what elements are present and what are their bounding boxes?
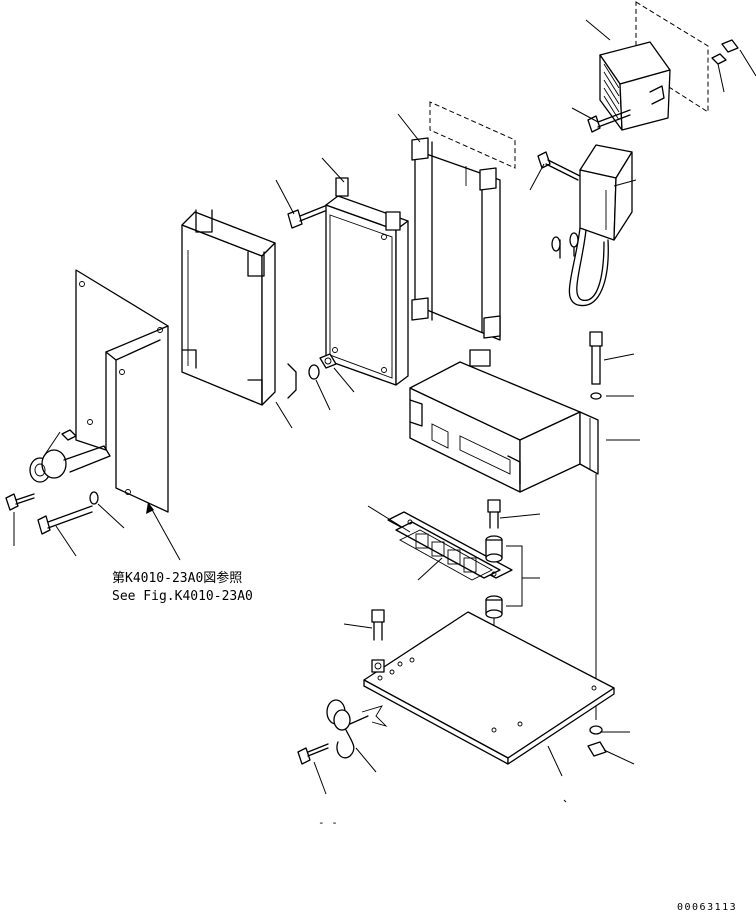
buzzer	[29, 445, 111, 483]
base-plate	[363, 611, 615, 765]
nut-base-right	[587, 741, 607, 757]
cap-with-chain	[326, 699, 388, 759]
reference-label-jp: 第K4010-23A0図参照	[112, 570, 242, 586]
bolt-connector-box	[537, 151, 581, 181]
bracket-cover-dashed	[429, 101, 516, 169]
washer-left	[89, 491, 99, 505]
nut-top-right	[721, 39, 739, 53]
nut-center	[319, 353, 337, 369]
drawing-number: 00063113	[677, 902, 737, 912]
bolt-left-long	[37, 505, 93, 535]
controller-unit	[325, 177, 409, 386]
washer-top-right	[711, 53, 727, 65]
callout-leader-lines	[13, 19, 756, 803]
spacer-lower	[485, 595, 503, 619]
bolt-left-small	[5, 493, 35, 511]
bolt-base-left	[371, 609, 385, 641]
side-plate	[75, 269, 169, 513]
bolt-terminal	[487, 499, 501, 529]
connector-box	[579, 144, 633, 241]
bolt-bottom-left	[297, 743, 329, 765]
long-bolt	[589, 331, 603, 385]
bolt-controller	[287, 205, 326, 229]
small-cap	[61, 429, 77, 441]
controller-bracket-rear	[411, 137, 501, 341]
relay-cover-plate	[635, 1, 709, 113]
arrow-to-plate	[146, 502, 181, 561]
washer-center	[308, 364, 320, 380]
terminal-strip	[387, 511, 513, 581]
washer-base-right	[589, 725, 603, 735]
mounting-bracket	[181, 209, 297, 406]
reference-label-en: See Fig.K4010-23A0	[112, 589, 253, 604]
controller-case	[409, 349, 599, 493]
washer-long-bolt	[590, 392, 602, 400]
bolt-relay	[587, 109, 631, 133]
spacer-upper	[485, 535, 503, 563]
nut-base-left	[371, 659, 385, 673]
harness-wires	[551, 227, 609, 307]
relay-unit	[599, 41, 671, 131]
footer-mark: - -	[318, 816, 338, 829]
